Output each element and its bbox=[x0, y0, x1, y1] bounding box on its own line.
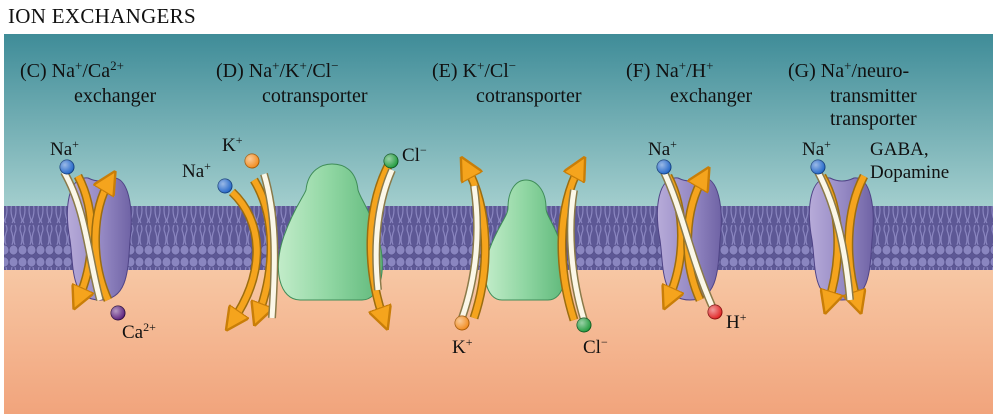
panel-e-subtitle: cotransporter bbox=[476, 85, 582, 107]
ion-label-na-f: Na+ bbox=[648, 140, 677, 160]
ion-label-na-d: Na+ bbox=[182, 162, 211, 182]
panel-c-subtitle: exchanger bbox=[74, 85, 156, 107]
panel-e-title: (E) K+/Cl− bbox=[432, 60, 516, 82]
panel-g-title: (G) Na+/neuro- bbox=[788, 60, 909, 82]
ion-label-cl-e: Cl− bbox=[583, 338, 608, 358]
ion-label-na-g: Na+ bbox=[802, 140, 831, 160]
ion-label-dopamine: Dopamine bbox=[870, 163, 949, 183]
ion-label-ca-c: Ca2+ bbox=[122, 323, 156, 343]
panel-g-transporter bbox=[809, 160, 873, 304]
ion-label-k-e: K+ bbox=[452, 338, 473, 358]
panel-c-title: (C) Na+/Ca2+ bbox=[20, 60, 124, 82]
panel-d-title: (D) Na+/K+/Cl− bbox=[216, 60, 339, 82]
panel-g-subtitle: transmitter bbox=[830, 85, 917, 107]
panel-f-subtitle: exchanger bbox=[670, 85, 752, 107]
panel-d-subtitle: cotransporter bbox=[262, 85, 368, 107]
ion-label-cl-d: Cl− bbox=[402, 146, 427, 166]
panel-f-title: (F) Na+/H+ bbox=[626, 60, 713, 82]
panel-g-subtitle-2: transporter bbox=[830, 108, 917, 130]
ion-label-gaba: GABA, bbox=[870, 140, 929, 160]
ion-label-na-c: Na+ bbox=[50, 140, 79, 160]
ion-label-k-d: K+ bbox=[222, 136, 243, 156]
ion-label-h-f: H+ bbox=[726, 313, 747, 333]
